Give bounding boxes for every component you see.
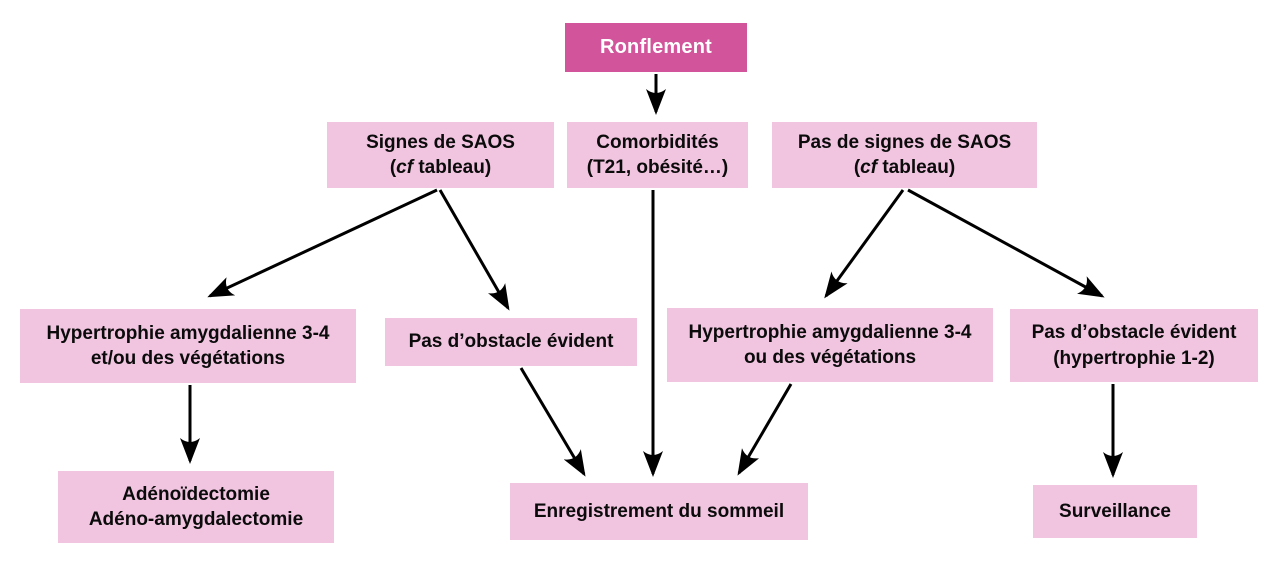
- node-obstacle-hyper-line1: Pas d’obstacle évident: [1031, 322, 1237, 344]
- node-hyper-etou-line1: Hypertrophie amygdalienne 3-4: [46, 322, 330, 344]
- node-hypertrophie-et-ou-vegetations: Hypertrophie amygdalienne 3-4 et/ou des …: [20, 309, 356, 383]
- node-surveillance-label: Surveillance: [1059, 500, 1171, 522]
- cf-italic: cf: [396, 157, 414, 178]
- node-adenoidectomie-line2: Adéno-amygdalectomie: [88, 509, 304, 530]
- cf-italic: cf: [860, 157, 878, 178]
- node-comorbidites: Comorbidités (T21, obésité…): [567, 122, 748, 188]
- node-adenoidectomie-line1: Adénoïdectomie: [122, 483, 270, 505]
- node-pas-obstacle-evident: Pas d’obstacle évident: [385, 318, 637, 366]
- arrow-obstacle-enregistrement: [519, 367, 586, 477]
- node-enregistrement-label: Enregistrement du sommeil: [533, 500, 785, 522]
- arrow-passignes-hypertrophie: [824, 189, 905, 299]
- cf-post: tableau): [877, 157, 956, 178]
- arrow-signes-hypertrophie: [207, 188, 438, 298]
- cf-pre: (: [389, 157, 397, 178]
- arrow-passignes-obstacle: [907, 188, 1105, 298]
- cf-pre: (: [853, 157, 861, 178]
- node-hyper-etou-line2: et/ou des végétations: [90, 348, 286, 369]
- node-pas-obstacle-hypertrophie-1-2: Pas d’obstacle évident (hypertrophie 1-2…: [1010, 309, 1258, 382]
- node-signes-de-saos: Signes de SAOS (cf tableau): [327, 122, 554, 188]
- node-passignes-line2: (cf tableau): [854, 155, 955, 180]
- node-obstacle-hyper-line2: (hypertrophie 1-2): [1053, 347, 1215, 369]
- node-signes-line1: Signes de SAOS: [366, 131, 515, 153]
- node-ronflement: Ronflement: [565, 23, 747, 72]
- node-pas-de-signes-de-saos: Pas de signes de SAOS (cf tableau): [772, 122, 1037, 188]
- node-enregistrement-du-sommeil: Enregistrement du sommeil: [510, 483, 808, 540]
- node-passignes-line1: Pas de signes de SAOS: [797, 131, 1012, 153]
- node-adenoidectomie: Adénoïdectomie Adéno-amygdalectomie: [58, 471, 334, 543]
- node-hyper-ou-line1: Hypertrophie amygdalienne 3-4: [688, 321, 972, 343]
- node-comorbidites-line2: (T21, obésité…): [586, 157, 729, 178]
- node-hyper-ou-line2: ou des végétations: [743, 347, 917, 368]
- arrow-hypertrophieou-enregistrement: [737, 383, 793, 476]
- cf-post: tableau): [413, 157, 492, 178]
- node-obstacle-label: Pas d’obstacle évident: [408, 331, 614, 353]
- node-ronflement-label: Ronflement: [600, 36, 712, 59]
- node-surveillance: Surveillance: [1033, 485, 1197, 538]
- arrow-signes-obstacle: [438, 189, 510, 311]
- node-hypertrophie-ou-vegetations: Hypertrophie amygdalienne 3-4 ou des vég…: [667, 308, 993, 382]
- node-signes-line2: (cf tableau): [390, 155, 491, 180]
- node-comorbidites-line1: Comorbidités: [596, 131, 719, 153]
